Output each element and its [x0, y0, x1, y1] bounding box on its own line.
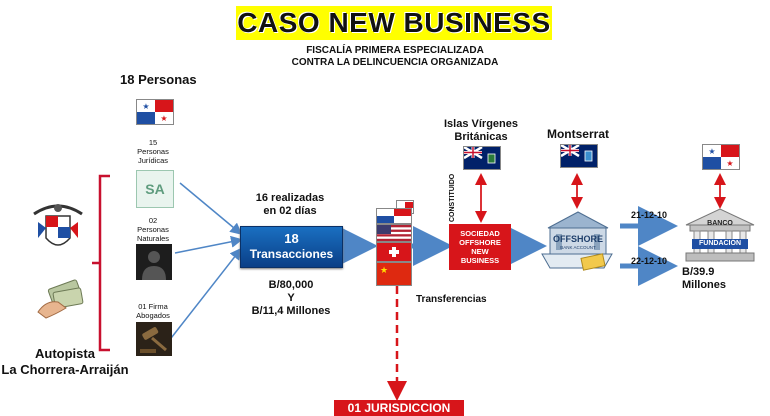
transactions-note: 16 realizadas en 02 días	[236, 192, 344, 218]
page-title: CASO NEW BUSINESS	[236, 6, 552, 40]
juridicas-line-2: Jurídicas	[137, 156, 168, 165]
date-first: 21-12-10	[631, 210, 668, 220]
sociedad-line-4: BUSINESS	[460, 256, 500, 265]
naturales-count: 02	[148, 216, 158, 225]
svg-text:★: ★	[380, 265, 388, 275]
bvi-flag-icon	[463, 146, 501, 170]
abogados-label: 01 Firma Abogados	[128, 302, 178, 320]
svg-text:★: ★	[142, 102, 149, 111]
offshore-sign: OFFSHORE	[552, 234, 603, 244]
person-silhouette-icon	[136, 244, 172, 280]
final-amount-line-1: B/39.9	[682, 266, 715, 278]
sociedad-box: SOCIEDAD OFFSHORE NEW BUSINESS	[449, 224, 511, 270]
transactions-box-label: Transacciones	[249, 247, 334, 261]
subtitle-line-2: CONTRA LA DELINCUENCIA ORGANIZADA	[291, 57, 499, 68]
svg-text:★: ★	[708, 147, 715, 156]
subtitle-line-1: FISCALÍA PRIMERA ESPECIALIZADA	[306, 45, 484, 56]
amount-line-3: B/11,4 Millones	[251, 305, 331, 317]
china-flag-icon: ★	[376, 262, 412, 286]
company-icon-text: SA	[145, 181, 165, 197]
subtitle: FISCALÍA PRIMERA ESPECIALIZADA CONTRA LA…	[235, 45, 555, 69]
amount-line-1: B/80,000	[268, 279, 314, 291]
bvi-line-1: Islas Vírgenes	[444, 118, 518, 130]
amount-line-2: Y	[287, 292, 295, 304]
transactions-note-line-2: en 02 días	[263, 205, 317, 217]
line-juridicas	[179, 182, 243, 235]
final-amount: B/39.9 Millones	[682, 266, 726, 292]
transactions-box: 18 Transacciones	[240, 226, 343, 268]
abogados-line-2: Abogados	[136, 311, 170, 320]
people-header: 18 Personas	[120, 72, 197, 87]
switzerland-flag-icon	[376, 242, 412, 262]
offshore-bank-icon	[538, 208, 616, 274]
money-hand-icon	[36, 278, 84, 320]
people-bracket	[92, 174, 110, 352]
final-amount-line-2: Millones	[682, 279, 727, 291]
coat-of-arms-icon	[30, 198, 86, 260]
juridicas-line-1: Personas	[137, 147, 169, 156]
line-naturales	[174, 235, 243, 254]
line-abogados	[167, 247, 242, 343]
svg-text:★: ★	[726, 159, 733, 168]
juridicas-label: 15 Personas Jurídicas	[128, 138, 178, 165]
naturales-line-1: Personas	[137, 225, 169, 234]
date-second: 22-12-10	[631, 256, 668, 266]
svg-text:★: ★	[160, 114, 167, 123]
sociedad-line-1: SOCIEDAD	[460, 229, 500, 238]
location-line-2: La Chorrera-Arraiján	[1, 362, 129, 377]
location-label: Autopista La Chorrera-Arraiján	[0, 346, 130, 378]
location-line-1: Autopista	[35, 346, 95, 361]
panama-flag-stack-icon	[376, 208, 412, 224]
naturales-label: 02 Personas Naturales	[128, 216, 178, 243]
panama-flag-icon: ★★	[136, 99, 174, 125]
transactions-note-line-1: 16 realizadas	[255, 192, 325, 204]
sociedad-line-2: OFFSHORE	[459, 238, 501, 247]
bvi-label: Islas Vírgenes Británicas	[436, 118, 526, 144]
naturales-line-2: Naturales	[136, 234, 170, 243]
montserrat-flag-icon	[560, 144, 598, 168]
sociedad-line-3: NEW	[471, 247, 489, 256]
bvi-line-2: Británicas	[454, 131, 508, 143]
bank-building-icon	[682, 207, 758, 263]
usa-flag-icon	[376, 224, 412, 242]
juridicas-count: 15	[148, 138, 158, 147]
transactions-amount: B/80,000 Y B/11,4 Millones	[236, 279, 346, 318]
transactions-count: 18	[284, 231, 299, 246]
jurisdiccion-box: 01 JURISDICCION	[334, 400, 464, 416]
bank-sign-top: BANCO	[707, 220, 733, 227]
gavel-icon	[136, 322, 172, 356]
abogados-line-1: 01 Firma	[138, 302, 168, 311]
transfer-label: Transferencias	[416, 294, 487, 305]
constituido-label: CONSTITUIDO	[449, 173, 456, 223]
panama-flag-right-icon: ★★	[702, 144, 740, 170]
company-document-icon: SA	[136, 170, 174, 208]
offshore-sub: BANK ACCOUNT	[560, 245, 596, 250]
bank-sign-bottom: FUNDACIÓN	[692, 239, 748, 249]
montserrat-label: Montserrat	[546, 127, 609, 141]
